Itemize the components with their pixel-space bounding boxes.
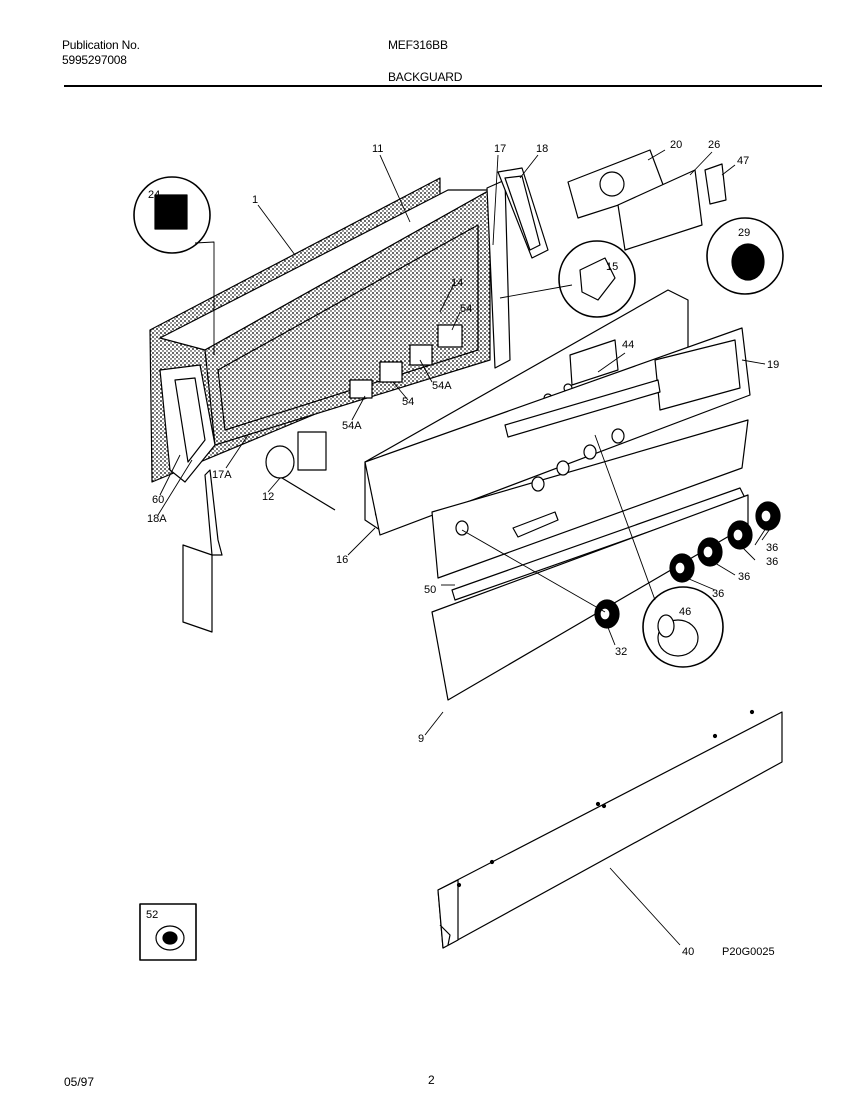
- footer-date: 05/97: [64, 1075, 95, 1089]
- callout-44: 44: [622, 339, 634, 351]
- lens-part: [617, 169, 703, 251]
- callout-16: 16: [336, 554, 348, 566]
- publication-label: Publication No.: [62, 38, 140, 52]
- callout-32: 32: [615, 646, 627, 658]
- callout-50: 50: [424, 584, 436, 596]
- callout-36-a: 36: [766, 542, 778, 554]
- lower-panel-part: [431, 419, 749, 579]
- callout-46: 46: [679, 606, 691, 618]
- callout-20: 20: [670, 139, 682, 151]
- callout-14: 14: [451, 277, 463, 289]
- callout-19: 19: [767, 359, 779, 371]
- callout-29: 29: [738, 227, 750, 239]
- header-rule: [64, 85, 822, 87]
- callout-52: 52: [146, 909, 158, 921]
- callout-18: 18: [536, 143, 548, 155]
- callout-11: 11: [372, 143, 383, 155]
- callout-36-b: 36: [766, 556, 778, 568]
- thermostat-part: [265, 445, 295, 479]
- callout-18A: 18A: [147, 513, 167, 525]
- control-panel-part: [364, 327, 751, 536]
- left-bracket-part: [204, 469, 223, 556]
- callout-54-b: 54: [402, 396, 414, 408]
- callout-15: 15: [606, 261, 618, 273]
- drawing-code: P20G0025: [722, 946, 775, 958]
- page-number: 2: [428, 1073, 435, 1087]
- callout-47: 47: [737, 155, 749, 167]
- clip-part: [704, 163, 727, 205]
- callout-36-c: 36: [738, 571, 750, 583]
- callout-40: 40: [682, 946, 694, 958]
- callout-17A: 17A: [212, 469, 232, 481]
- callout-17: 17: [494, 143, 506, 155]
- callout-26: 26: [708, 139, 720, 151]
- bottom-rail-part: [437, 711, 783, 949]
- callout-1: 1: [252, 194, 258, 206]
- callout-24: 24: [148, 189, 160, 201]
- model-number: MEF316BB: [388, 38, 448, 52]
- callout-9: 9: [418, 733, 424, 745]
- callout-12: 12: [262, 491, 274, 503]
- right-bracket-part: [486, 179, 511, 369]
- callout-54A-b: 54A: [342, 420, 362, 432]
- callout-60: 60: [152, 494, 164, 506]
- section-title: BACKGUARD: [388, 70, 463, 84]
- callout-36-d: 36: [712, 588, 724, 600]
- callout-54-a: 54: [460, 303, 472, 315]
- callout-54A-a: 54A: [432, 380, 452, 392]
- publication-number: 5995297008: [62, 53, 127, 67]
